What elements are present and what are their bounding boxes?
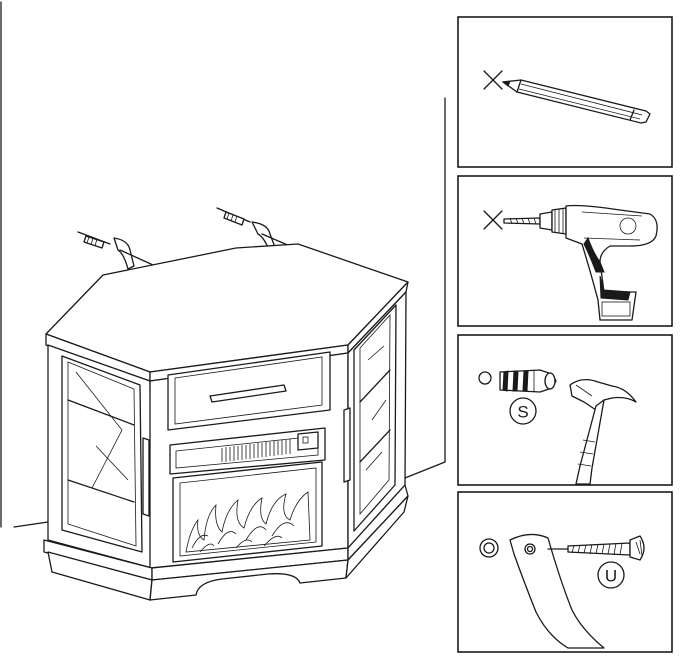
strap-icon: [509, 533, 605, 649]
label-s-badge: S: [509, 397, 537, 425]
step-panel-screw: U: [457, 491, 673, 653]
x-mark-icon: [483, 70, 503, 90]
step-panel-drill: [457, 175, 673, 327]
pencil-icon: [501, 79, 651, 124]
tv-stand: [43, 243, 409, 601]
anchor-hole-icon: [478, 371, 492, 385]
fireplace-flames: [185, 491, 311, 553]
x-mark-icon: [483, 210, 503, 230]
wall-anchor-icon: [499, 369, 557, 393]
step-panel-anchor: S: [457, 334, 673, 486]
step-panel-mark: [457, 16, 673, 168]
hammer-icon: [569, 378, 637, 485]
screw-icon: [547, 535, 645, 561]
wall-hole-icon: [479, 538, 499, 558]
fireplace-vents: [221, 439, 291, 462]
part-label-s: S: [517, 403, 528, 422]
room-corner: [0, 1, 446, 528]
part-label-u: U: [605, 567, 617, 586]
label-u-badge: U: [597, 561, 625, 589]
drill-icon: [503, 204, 658, 321]
